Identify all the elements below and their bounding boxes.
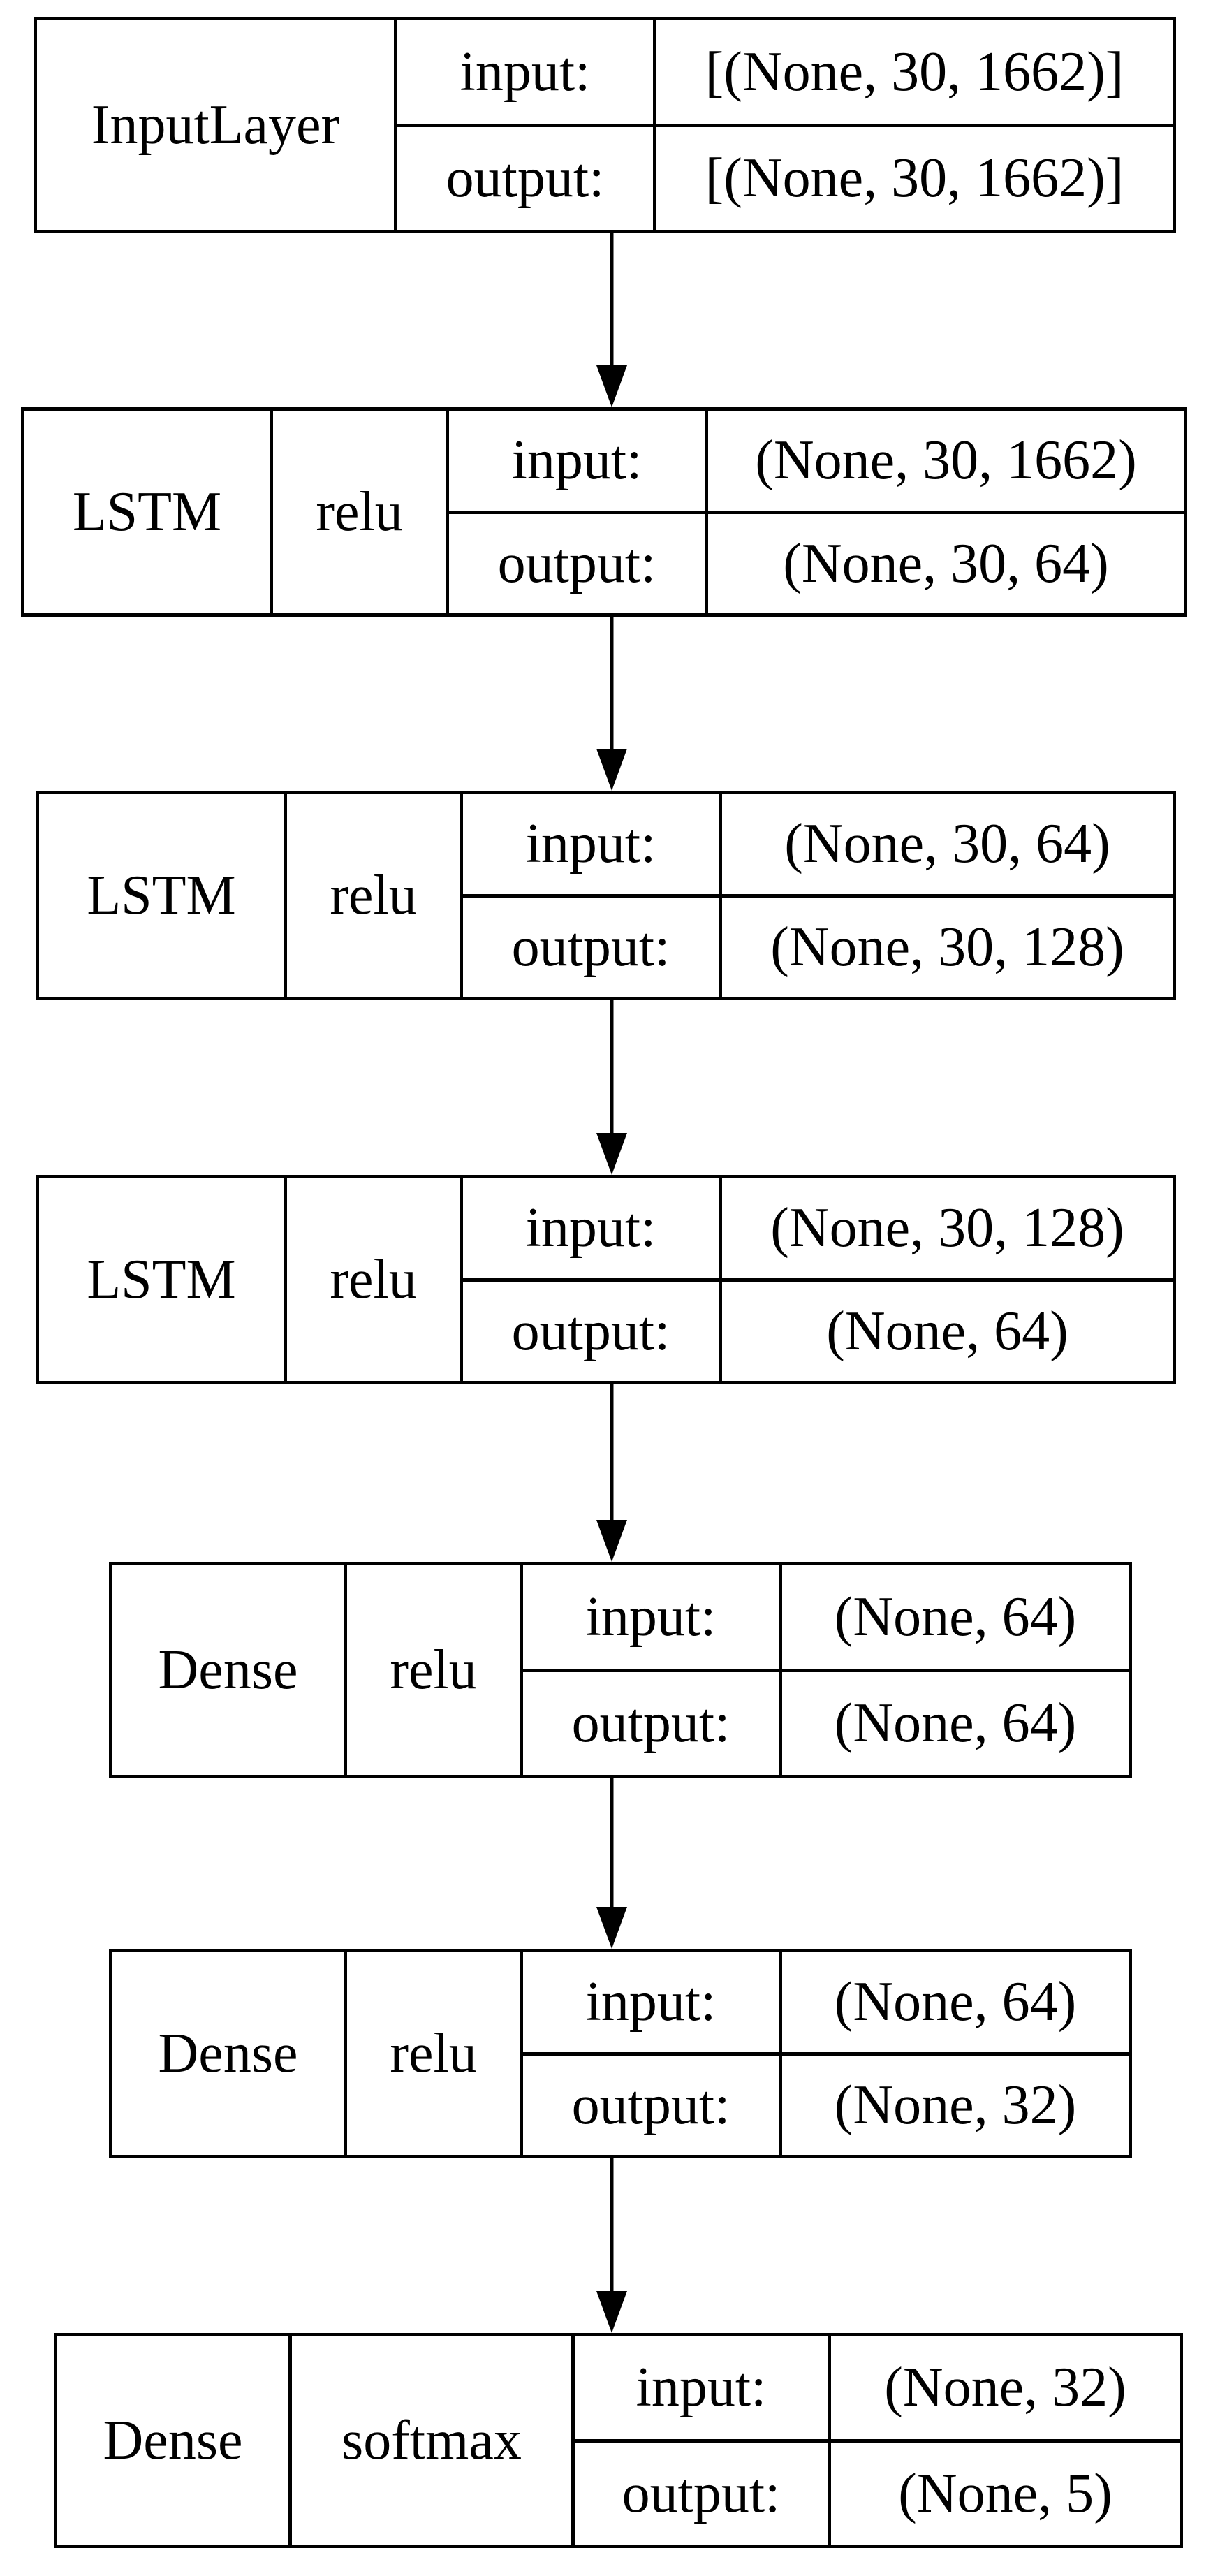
layer-type: Dense [112, 1565, 347, 1775]
layer-type: LSTM [24, 411, 273, 613]
output-label: output: [497, 532, 656, 594]
layer-activation: relu [287, 794, 463, 997]
input-shape: (None, 32) [831, 2336, 1180, 2443]
output-label: output: [446, 147, 605, 210]
arrowhead-icon [596, 1133, 627, 1175]
output-shape: (None, 64) [826, 1300, 1068, 1362]
output-shape: [(None, 30, 1662)] [705, 147, 1124, 210]
arrowhead-icon [596, 1907, 627, 1949]
output-label: output: [571, 2074, 730, 2136]
layer-node-input: InputLayer input: output: [(None, 30, 16… [34, 17, 1176, 233]
output-label: output: [622, 2462, 781, 2524]
input-shape: (None, 64) [782, 1565, 1129, 1672]
output-label: output: [571, 1692, 730, 1755]
layer-activation: relu [287, 1178, 463, 1381]
output-shape: (None, 30, 64) [783, 532, 1109, 594]
layer-type: LSTM [39, 794, 287, 997]
layer-node-lstm-1: LSTM relu input: output: (None, 30, 1662… [21, 407, 1187, 617]
layer-node-dense-2: Dense relu input: output: (None, 64) (No… [109, 1949, 1132, 2158]
input-shape: [(None, 30, 1662)] [656, 20, 1173, 127]
input-label: input: [523, 1565, 779, 1672]
layer-node-lstm-3: LSTM relu input: output: (None, 30, 128)… [36, 1175, 1176, 1384]
input-shape: (None, 30, 1662) [708, 411, 1184, 514]
layer-node-dense-1: Dense relu input: output: (None, 64) (No… [109, 1562, 1132, 1778]
output-label: output: [511, 916, 670, 978]
layer-activation: softmax [292, 2336, 575, 2545]
arrowhead-icon [596, 365, 627, 407]
arrowhead-icon [596, 1520, 627, 1562]
layer-type: Dense [57, 2336, 292, 2545]
output-shape: (None, 5) [898, 2462, 1112, 2524]
layer-type: InputLayer [37, 20, 397, 230]
input-label: input: [449, 411, 705, 514]
arrowhead-icon [596, 2291, 627, 2333]
input-shape: (None, 64) [782, 1952, 1129, 2056]
input-label: input: [397, 20, 653, 127]
layer-type: Dense [112, 1952, 347, 2155]
input-label: input: [575, 2336, 828, 2443]
layer-activation: relu [347, 1565, 523, 1775]
layer-activation: relu [273, 411, 449, 613]
input-shape: (None, 30, 64) [722, 794, 1173, 898]
layer-activation: relu [347, 1952, 523, 2155]
output-shape: (None, 30, 128) [770, 916, 1124, 978]
output-shape: (None, 32) [834, 2074, 1077, 2136]
input-shape: (None, 30, 128) [722, 1178, 1173, 1282]
layer-node-lstm-2: LSTM relu input: output: (None, 30, 64) … [36, 791, 1176, 1000]
output-label: output: [511, 1300, 670, 1362]
layer-type: LSTM [39, 1178, 287, 1381]
layer-node-dense-3: Dense softmax input: output: (None, 32) … [54, 2333, 1183, 2548]
output-shape: (None, 64) [834, 1692, 1077, 1755]
input-label: input: [523, 1952, 779, 2056]
input-label: input: [463, 794, 719, 898]
arrowhead-icon [596, 749, 627, 791]
input-label: input: [463, 1178, 719, 1282]
